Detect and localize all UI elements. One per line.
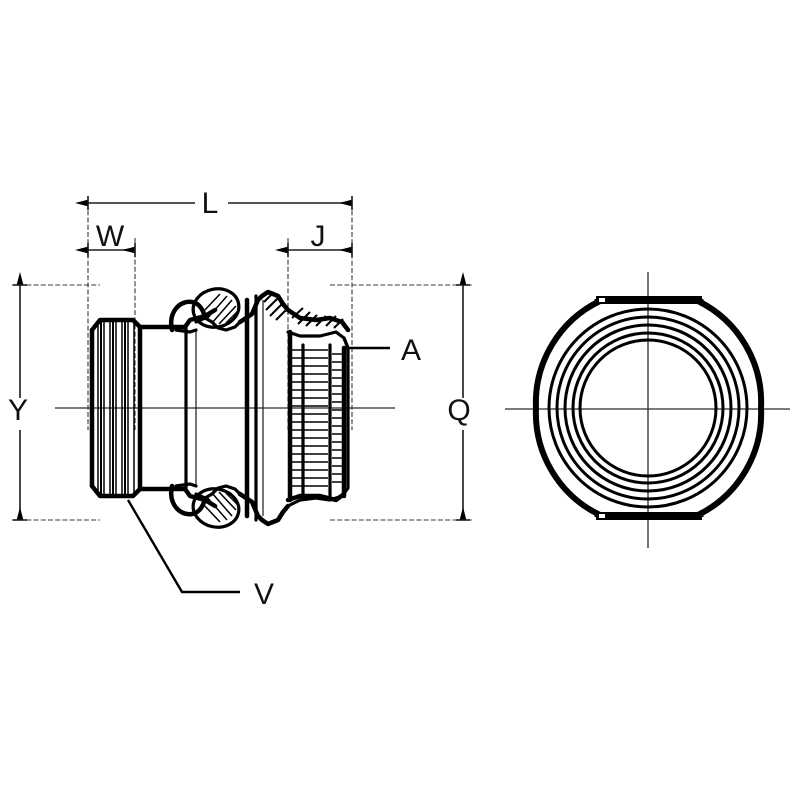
dimension-lines xyxy=(13,196,470,521)
dimension-label-Q: Q xyxy=(447,394,470,427)
dimension-label-Y: Y xyxy=(8,394,28,427)
callout-label-V: V xyxy=(254,578,274,611)
dimension-label-J: J xyxy=(311,220,326,253)
contact-hatch-left xyxy=(292,349,328,487)
knurl-hatch-top xyxy=(202,293,238,325)
contact-hatch-right xyxy=(332,353,344,483)
thread-grooves-left xyxy=(97,321,135,495)
end-view-geometry xyxy=(532,296,765,520)
callout-label-A: A xyxy=(401,334,421,367)
retainer-hatch-top xyxy=(263,291,288,321)
callout-leaders xyxy=(126,346,390,594)
knurl-hatch-bottom xyxy=(202,491,238,523)
dimension-label-W: W xyxy=(96,220,125,253)
dimension-label-L: L xyxy=(202,187,219,220)
insert-top-hatch xyxy=(291,307,344,329)
